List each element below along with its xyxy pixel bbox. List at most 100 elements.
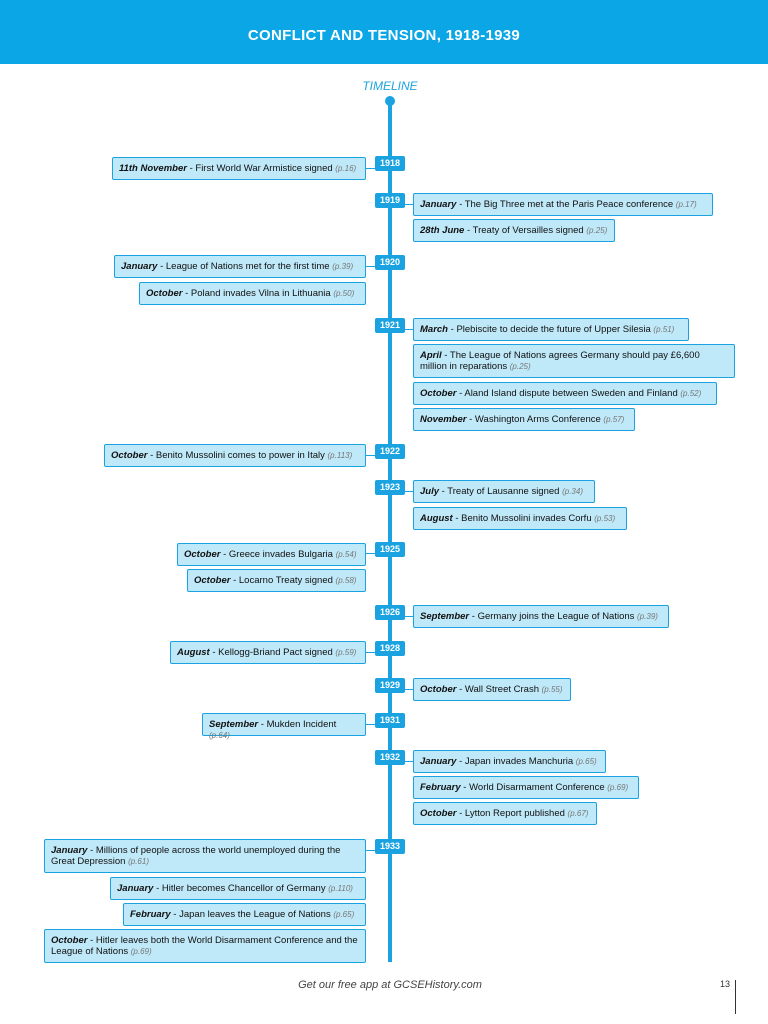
year-marker: 1931 bbox=[375, 713, 405, 728]
event-text: Plebiscite to decide the future of Upper… bbox=[456, 324, 651, 335]
event-date: January bbox=[117, 883, 154, 894]
event-date: October bbox=[146, 288, 183, 299]
event-separator: - bbox=[170, 909, 180, 920]
event-separator: - bbox=[466, 414, 475, 425]
connector bbox=[366, 266, 375, 267]
event-box: October - Aland Island dispute between S… bbox=[413, 382, 717, 405]
page-ref: (p.61) bbox=[128, 857, 149, 866]
page-ref: (p.50) bbox=[333, 289, 355, 298]
connector bbox=[405, 491, 414, 492]
event-separator: - bbox=[460, 782, 470, 793]
event-date: January bbox=[51, 845, 88, 856]
event-box: July - Treaty of Lausanne signed (p.34) bbox=[413, 480, 595, 503]
event-date: October bbox=[420, 388, 457, 399]
event-box: November - Washington Arms Conference (p… bbox=[413, 408, 635, 431]
page-ref: (p.39) bbox=[332, 262, 354, 271]
event-date: March bbox=[420, 324, 448, 335]
timeline-label: TIMELINE bbox=[362, 79, 418, 93]
event-separator: - bbox=[153, 883, 162, 894]
event-box: January - League of Nations met for the … bbox=[114, 255, 366, 278]
event-date: April bbox=[420, 350, 442, 361]
event-date: October bbox=[51, 935, 88, 946]
event-separator: - bbox=[452, 513, 462, 524]
page-ref: (p.34) bbox=[562, 487, 583, 496]
event-box: October - Wall Street Crash (p.55) bbox=[413, 678, 571, 701]
event-date: November bbox=[420, 414, 467, 425]
timeline-axis-cap bbox=[385, 96, 395, 106]
page-ref: (p.58) bbox=[335, 576, 357, 585]
event-text: Aland Island dispute between Sweden and … bbox=[464, 388, 678, 399]
event-box: October - Lytton Report published (p.67) bbox=[413, 802, 597, 825]
event-date: September bbox=[420, 611, 470, 622]
event-separator: - bbox=[87, 845, 96, 856]
event-text: The Big Three met at the Paris Peace con… bbox=[464, 199, 674, 210]
event-date: January bbox=[121, 261, 158, 272]
event-separator: - bbox=[456, 199, 465, 210]
event-date: October bbox=[420, 684, 457, 695]
year-marker: 1918 bbox=[375, 156, 405, 171]
event-text: Millions of people across the world unem… bbox=[51, 845, 341, 867]
event-separator: - bbox=[447, 324, 457, 335]
event-text: The League of Nations agrees Germany sho… bbox=[420, 350, 700, 372]
event-date: 28th June bbox=[420, 225, 465, 236]
footer-promo: Get our free app at GCSEHistory.com bbox=[298, 979, 482, 991]
event-text: Wall Street Crash bbox=[464, 684, 539, 695]
page-ref: (p.69) bbox=[607, 783, 629, 792]
event-text: Germany joins the League of Nations bbox=[477, 611, 635, 622]
event-text: Washington Arms Conference bbox=[474, 414, 601, 425]
connector bbox=[405, 204, 414, 205]
event-box: October - Locarno Treaty signed (p.58) bbox=[187, 569, 366, 592]
event-date: October bbox=[194, 575, 231, 586]
connector bbox=[405, 329, 414, 330]
page-ref: (p.25) bbox=[586, 226, 608, 235]
connector bbox=[366, 652, 375, 653]
event-separator: - bbox=[182, 288, 191, 299]
event-separator: - bbox=[220, 549, 229, 560]
year-marker: 1919 bbox=[375, 193, 405, 208]
event-separator: - bbox=[469, 611, 478, 622]
page-ref: (p.64) bbox=[209, 731, 230, 740]
event-text: Benito Mussolini comes to power in Italy bbox=[155, 450, 325, 461]
page-ref: (p.59) bbox=[335, 648, 357, 657]
event-text: Hitler leaves both the World Disarmament… bbox=[51, 935, 358, 957]
event-date: February bbox=[130, 909, 171, 920]
page-ref: (p.65) bbox=[575, 757, 597, 766]
year-marker: 1920 bbox=[375, 255, 405, 270]
connector bbox=[405, 689, 414, 690]
connector bbox=[366, 850, 375, 851]
page-ref: (p.110) bbox=[328, 884, 353, 893]
page-ref: (p.53) bbox=[594, 514, 616, 523]
event-box: 11th November - First World War Armistic… bbox=[112, 157, 366, 180]
event-date: October bbox=[184, 549, 221, 560]
year-marker: 1933 bbox=[375, 839, 405, 854]
event-box: April - The League of Nations agrees Ger… bbox=[413, 344, 735, 378]
year-marker: 1922 bbox=[375, 444, 405, 459]
event-box: January - Hitler becomes Chancellor of G… bbox=[110, 877, 366, 900]
event-box: October - Hitler leaves both the World D… bbox=[44, 929, 366, 963]
event-separator: - bbox=[464, 225, 473, 236]
connector bbox=[405, 761, 414, 762]
event-text: World Disarmament Conference bbox=[469, 782, 605, 793]
event-text: Lytton Report published bbox=[464, 808, 565, 819]
event-date: September bbox=[209, 719, 259, 730]
event-date: August bbox=[420, 513, 453, 524]
event-text: Mukden Incident bbox=[266, 719, 337, 730]
year-marker: 1923 bbox=[375, 480, 405, 495]
event-box: January - The Big Three met at the Paris… bbox=[413, 193, 713, 216]
page-ref: (p.17) bbox=[675, 200, 697, 209]
page-ref: (p.25) bbox=[509, 362, 531, 371]
event-box: January - Millions of people across the … bbox=[44, 839, 366, 873]
page-ref: (p.51) bbox=[653, 325, 675, 334]
event-box: August - Benito Mussolini invades Corfu … bbox=[413, 507, 627, 530]
event-box: January - Japan invades Manchuria (p.65) bbox=[413, 750, 606, 773]
event-separator: - bbox=[439, 486, 448, 497]
event-separator: - bbox=[147, 450, 156, 461]
event-date: October bbox=[111, 450, 148, 461]
event-text: Japan leaves the League of Nations bbox=[179, 909, 331, 920]
page-number-rule bbox=[735, 980, 736, 1014]
page-ref: (p.54) bbox=[335, 550, 357, 559]
event-separator: - bbox=[87, 935, 96, 946]
event-separator: - bbox=[186, 163, 196, 174]
event-separator: - bbox=[456, 808, 465, 819]
event-separator: - bbox=[456, 684, 465, 695]
